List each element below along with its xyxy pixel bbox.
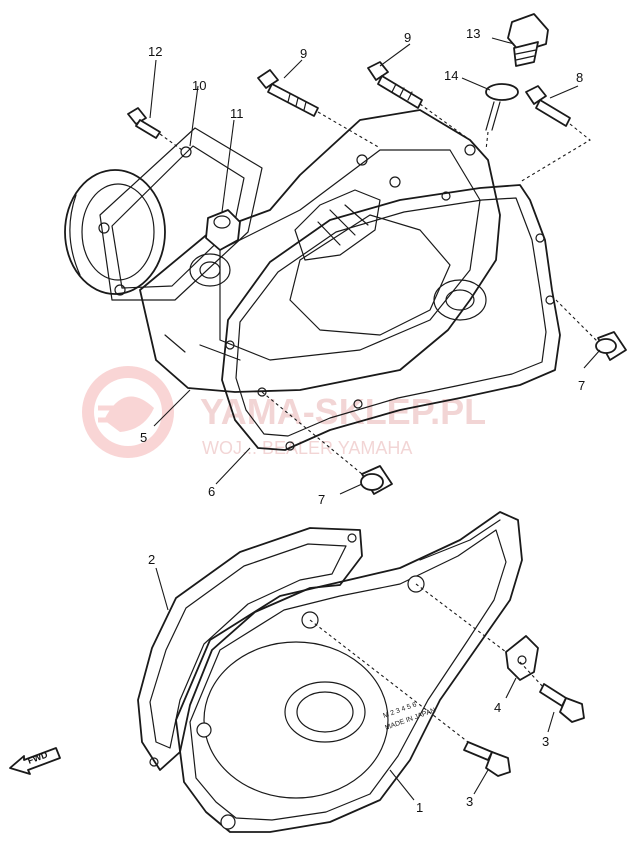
callout-3-lower: 3 xyxy=(466,794,473,809)
part-5-crankcase xyxy=(139,109,501,393)
callout-7-lower: 7 xyxy=(318,492,325,507)
callout-12: 12 xyxy=(148,44,162,59)
callout-5: 5 xyxy=(140,430,147,445)
part-2-cover-gasket xyxy=(137,527,363,771)
callout-7-upper: 7 xyxy=(578,378,585,393)
callout-9-right: 9 xyxy=(404,30,411,45)
watermark-logo xyxy=(82,366,174,458)
part-13-filler-cap xyxy=(507,13,549,67)
callout-4: 4 xyxy=(494,700,501,715)
part-9-bolt-left xyxy=(257,69,319,117)
callout-3-upper: 3 xyxy=(542,734,549,749)
callout-10: 10 xyxy=(192,78,206,93)
callout-numbers: 12 10 11 9 9 13 14 8 5 6 7 7 2 1 4 3 3 xyxy=(140,26,585,815)
part-12-stator-cover xyxy=(64,169,166,295)
dipstick xyxy=(485,101,501,131)
part-6-gasket xyxy=(221,184,561,451)
callout-6: 6 xyxy=(208,484,215,499)
part-7-dowel-lower xyxy=(360,465,393,495)
part-7-dowel-upper xyxy=(595,331,627,361)
callout-2: 2 xyxy=(148,552,155,567)
assembly-lines xyxy=(159,103,599,743)
fwd-arrow: FWD xyxy=(9,747,61,775)
callout-14: 14 xyxy=(444,68,458,83)
part-3-bolt-lower xyxy=(463,741,511,777)
callout-13: 13 xyxy=(466,26,480,41)
part-10-gasket xyxy=(98,127,263,301)
part-9-bolt-right xyxy=(367,61,423,109)
part-12-bolt xyxy=(127,107,161,139)
part-14-o-ring xyxy=(485,83,519,101)
callout-1: 1 xyxy=(416,800,423,815)
part-4-bracket xyxy=(505,635,539,681)
part-8-bolt xyxy=(525,85,571,127)
watermark: YAMA-SKLEP.PL WOJ... BEALER YAMAHA xyxy=(82,366,486,458)
part-3-bolt-upper xyxy=(539,683,585,723)
callout-11: 11 xyxy=(230,106,244,121)
callout-8: 8 xyxy=(576,70,583,85)
callout-leaders xyxy=(149,37,601,801)
callout-9-left: 9 xyxy=(300,46,307,61)
part-11-breather-fitting xyxy=(205,209,241,251)
